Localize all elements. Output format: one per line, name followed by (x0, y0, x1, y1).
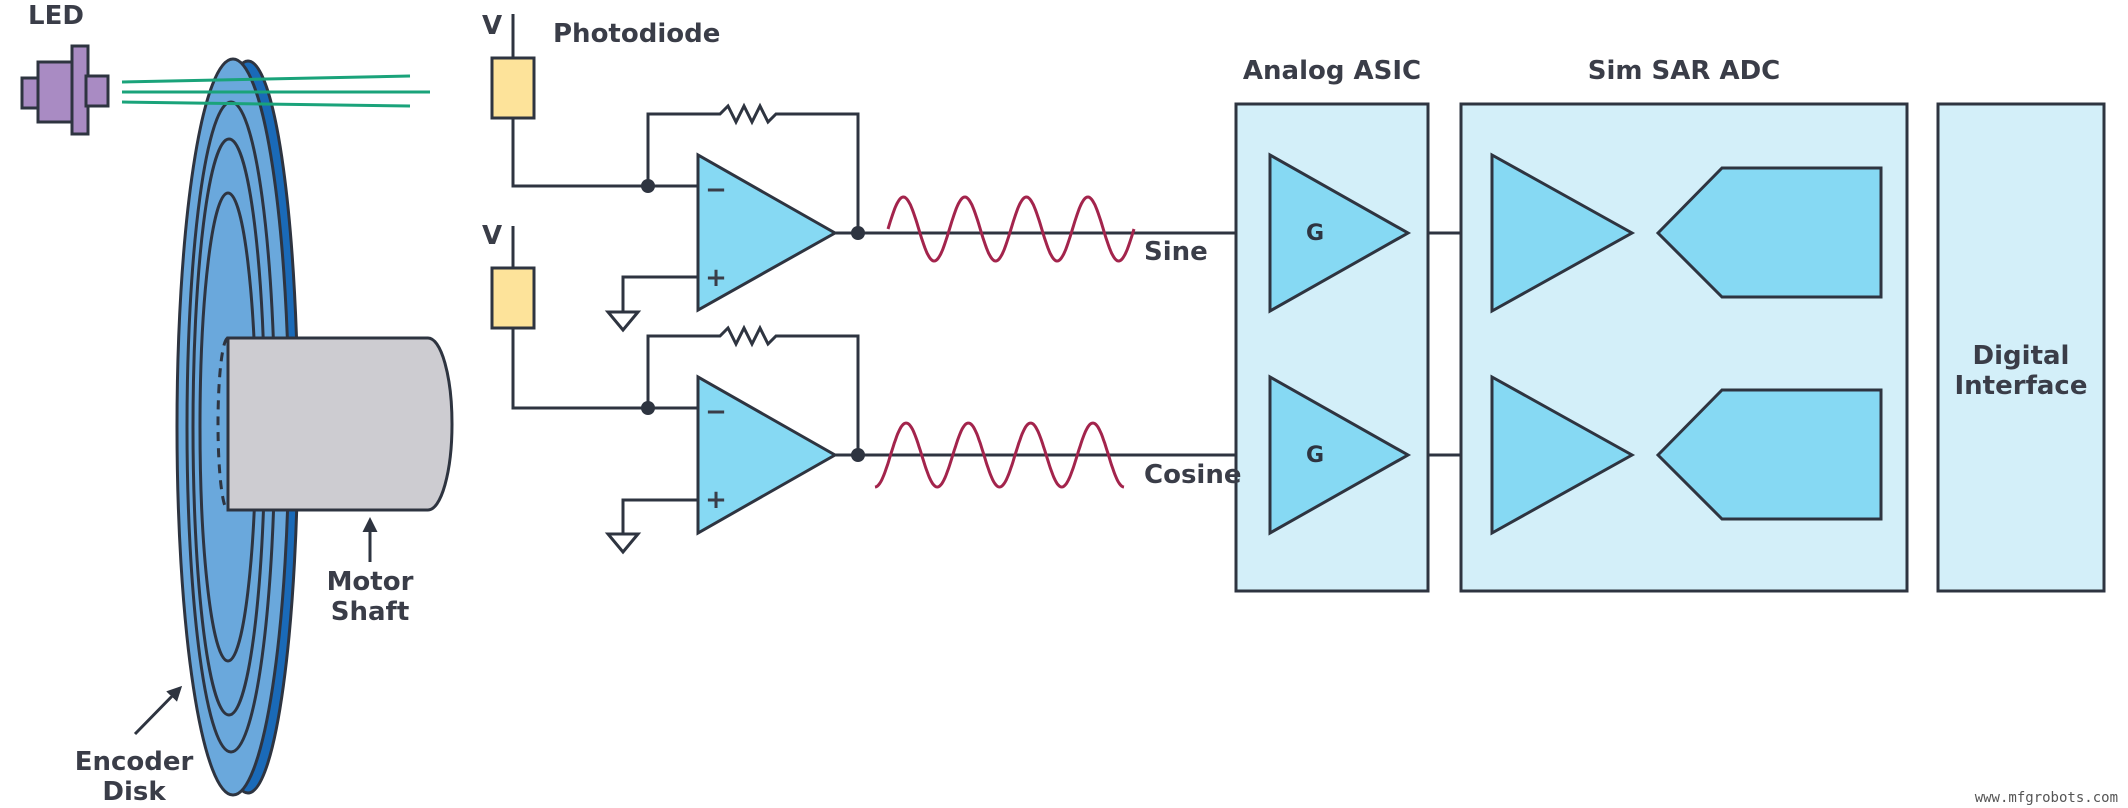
adc-driver-bottom (1490, 374, 1636, 536)
encoder-disk-arrow (133, 685, 183, 736)
encoder-disk-label-line1: Encoder (75, 747, 194, 777)
photodiode-circuit-bottom (490, 226, 648, 410)
adc-driver-top (1490, 152, 1636, 314)
v-label-bottom: V (482, 221, 502, 251)
gain-label-top: G (1306, 221, 1324, 246)
digital-interface-block (1936, 102, 2106, 593)
opamp-top-plus: + (705, 263, 727, 293)
v-label-top: V (482, 11, 502, 41)
sim-sar-adc-label: Sim SAR ADC (1588, 56, 1781, 86)
opamp-bottom-plus: + (705, 485, 727, 515)
opamp-bottom (604, 324, 865, 555)
led-label: LED (28, 1, 84, 31)
sine-label: Sine (1144, 237, 1208, 267)
cosine-waveform (874, 421, 1125, 489)
gain-amplifier-top (1268, 152, 1412, 314)
photodiode-circuit-top (490, 14, 648, 188)
motor-shaft-label-line1: Motor (327, 567, 414, 597)
analog-asic-label: Analog ASIC (1243, 56, 1421, 86)
motor-shaft (216, 336, 454, 512)
opamp-bottom-minus: − (705, 397, 727, 427)
adc-core-bottom (1655, 388, 1883, 521)
photodiode-label: Photodiode (553, 19, 720, 49)
adc-core-top (1655, 166, 1883, 299)
watermark: www.mfgrobots.com (1975, 790, 2118, 806)
opamp-top-minus: − (705, 175, 727, 205)
light-beams (121, 74, 430, 108)
motor-shaft-label-line2: Shaft (331, 597, 410, 627)
encoder-disk-label-line2: Disk (102, 777, 166, 807)
digital-interface-label-line2: Interface (1955, 371, 2088, 401)
photodiode-bottom (490, 266, 536, 330)
gain-amplifier-bottom (1268, 374, 1412, 536)
analog-asic-block (1234, 102, 1430, 593)
photodiode-top (490, 56, 536, 120)
gain-label-bottom: G (1306, 443, 1324, 468)
digital-interface-label-line1: Digital (1973, 341, 2070, 371)
led-emitter (20, 44, 110, 136)
cosine-label: Cosine (1144, 460, 1241, 490)
sine-waveform (886, 195, 1136, 263)
opamp-top (604, 102, 865, 333)
